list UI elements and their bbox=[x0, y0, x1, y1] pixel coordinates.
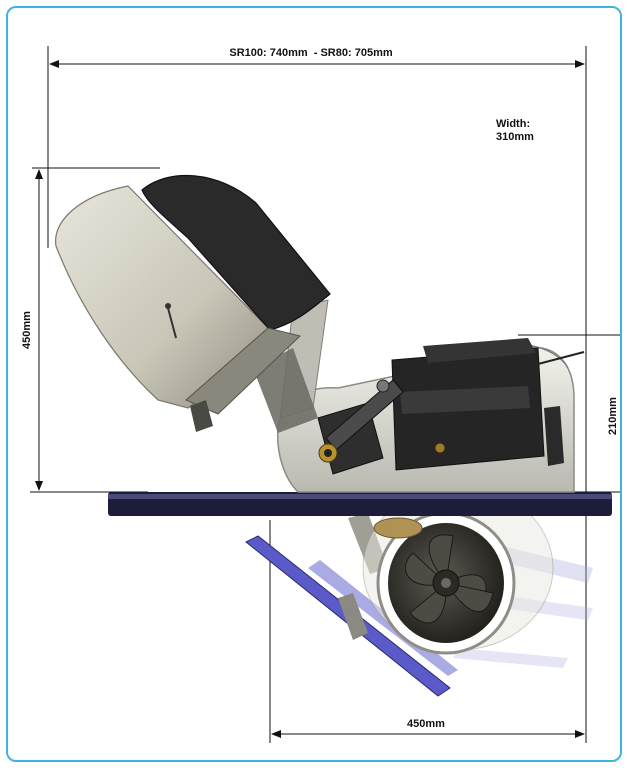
electric-motor bbox=[55, 174, 331, 432]
actuator-linkage bbox=[253, 299, 404, 475]
retractable-thruster-drawing bbox=[30, 46, 620, 743]
width-label: Width: bbox=[496, 118, 531, 130]
width-value: 310mm bbox=[496, 131, 534, 143]
dimension-lines bbox=[30, 46, 620, 743]
hull-plate bbox=[108, 492, 612, 516]
control-box bbox=[391, 338, 585, 471]
propeller-tunnel bbox=[362, 485, 554, 655]
diagram-frame: SR100: 740mm - SR80: 705mm 450mm 210mm 4… bbox=[6, 6, 622, 762]
width-note: Width: 310mm bbox=[496, 118, 534, 144]
